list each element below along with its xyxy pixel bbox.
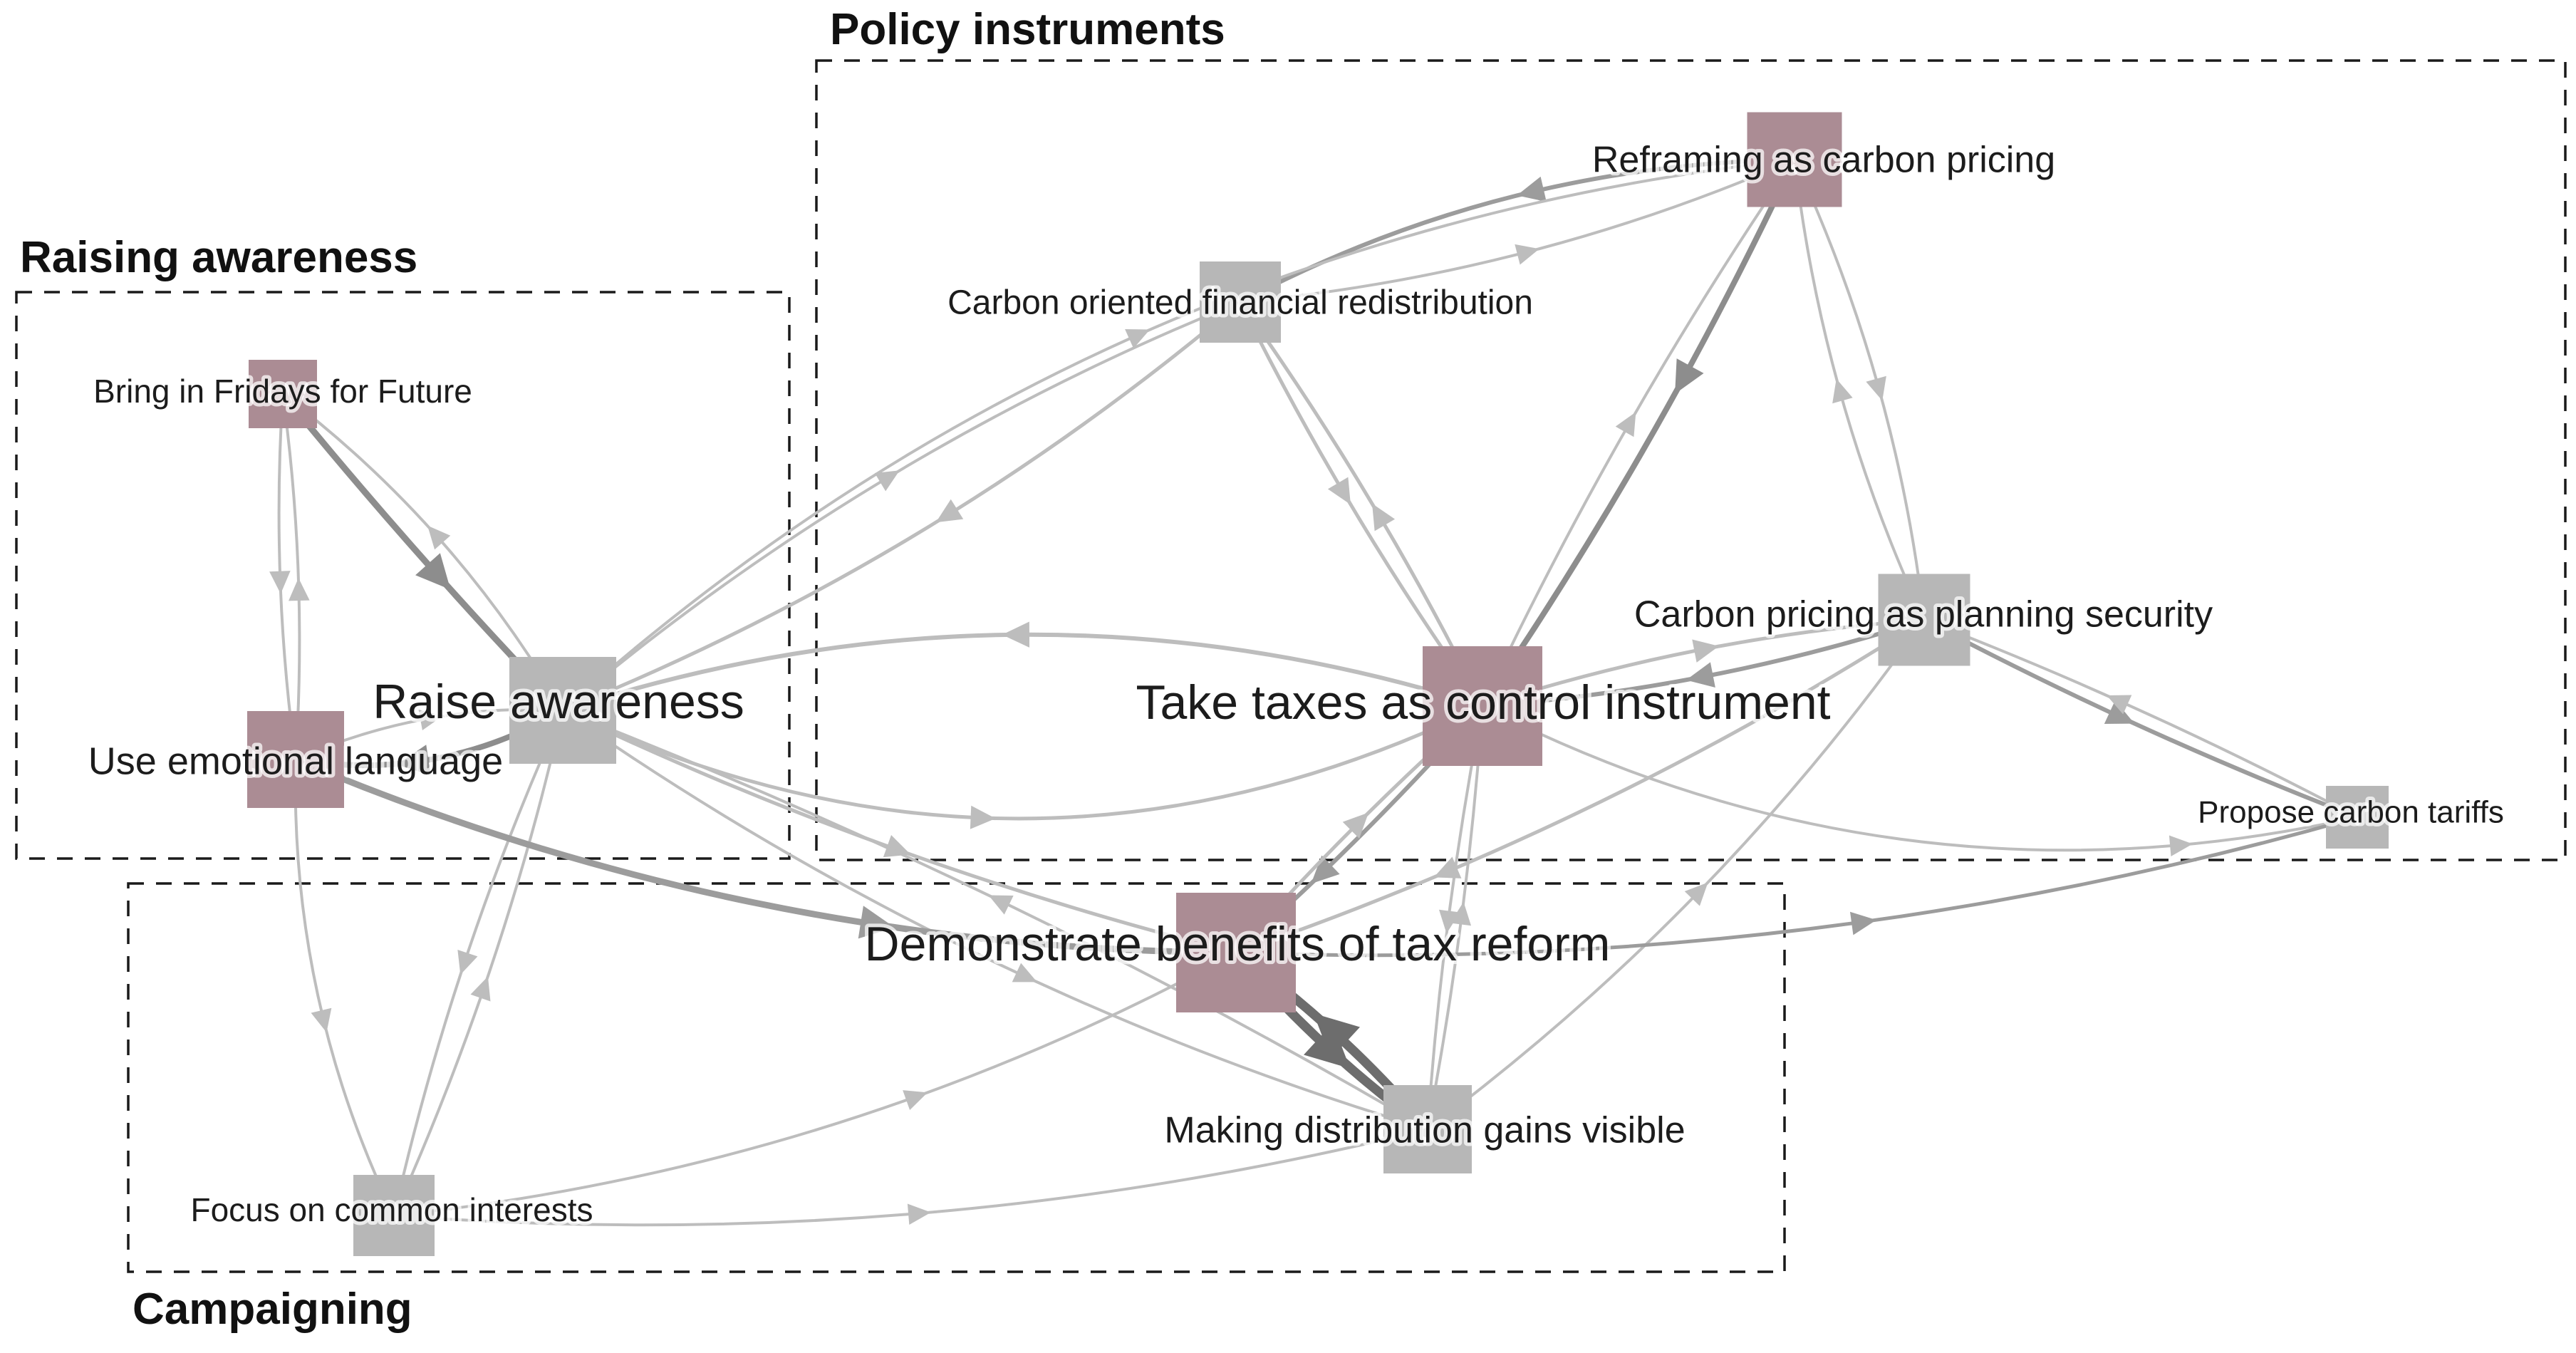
arrowhead-cofr-to-ref — [1515, 244, 1539, 265]
arrowhead-fci-to-mdg — [907, 1203, 931, 1225]
arrowhead-uel-to-fci — [311, 1007, 332, 1033]
arrowhead-ra-to-uel — [397, 745, 431, 776]
node-tt[interactable] — [1423, 646, 1542, 766]
edge-uel-to-bff — [281, 393, 301, 760]
edge-ra-to-cofr — [561, 301, 1241, 712]
arrowhead-cpps-to-tt — [1686, 662, 1715, 688]
arrowhead-ref-to-cpps — [1866, 375, 1886, 401]
nodes-layer — [247, 112, 2389, 1256]
node-uel[interactable] — [247, 711, 344, 808]
edge-dem-to-pct — [1235, 815, 2358, 958]
node-label-mdg: Making distribution gains visible — [1164, 1110, 1685, 1151]
node-pct[interactable] — [2326, 786, 2389, 849]
arrowhead-dem-to-tt — [1342, 812, 1369, 839]
node-bff[interactable] — [249, 360, 317, 428]
edge-fci-to-ra — [393, 710, 564, 1216]
arrowhead-cpps-to-ref — [1832, 378, 1853, 404]
edge-cpps-to-pct — [1923, 618, 2359, 819]
edge-tt-to-cofr — [1238, 301, 1485, 707]
arrowhead-ra-to-fci — [457, 950, 478, 975]
node-label-dem: Demonstrate benefits of tax reform — [865, 917, 1611, 971]
arrowhead-tt-to-ra — [1002, 621, 1030, 648]
edge-ref-to-cpps — [1793, 159, 1926, 621]
group-box-raising — [15, 291, 791, 860]
edge-uel-to-fci — [294, 759, 395, 1216]
arrowhead-dem-to-pct — [1849, 911, 1876, 935]
node-label-bff: Bring in Fridays for Future — [93, 373, 472, 410]
edge-ref-to-cofr — [1239, 157, 1795, 304]
node-label-uel: Use emotional language — [88, 740, 503, 782]
node-ref[interactable] — [1747, 112, 1842, 207]
edge-cofr-to-tt — [1238, 301, 1485, 707]
arrowhead-ra-to-tt — [970, 805, 996, 829]
edge-ra-to-fci — [393, 710, 564, 1216]
arrowhead-fci-to-dem — [903, 1090, 928, 1111]
node-label-ref: Reframing as carbon pricing — [1592, 140, 2055, 181]
group-box-campaigning — [127, 882, 1786, 1273]
arrowhead-mdg-to-cpps — [1684, 882, 1708, 906]
arrowhead-tt-to-cpps — [1692, 639, 1719, 663]
arrowhead-ref-to-tt — [1675, 358, 1704, 394]
arrowhead-tt-to-mdg — [1438, 909, 1460, 934]
group-boxes-layer — [15, 59, 2567, 1273]
edge-pct-to-cpps — [1923, 618, 2358, 819]
arrowhead-uel-to-bff — [289, 578, 310, 601]
group-box-policy — [815, 59, 2567, 861]
node-cofr[interactable] — [1200, 261, 1281, 343]
arrowhead-ra-to-cofr — [874, 470, 900, 492]
node-label-pct: Propose carbon tariffs — [2198, 795, 2504, 830]
edge-tt-to-pct — [1482, 705, 2358, 852]
node-dem[interactable] — [1176, 893, 1296, 1012]
arrowhead-uel-to-dem — [858, 906, 895, 939]
arrowhead-ra-to-mdg — [1012, 963, 1037, 983]
arrowhead-tt-to-cofr — [1372, 503, 1396, 532]
arrowhead-ra-to-bff — [427, 525, 451, 550]
arrowhead-ra-to-ref — [1125, 329, 1151, 349]
edge-cpps-to-dem — [1235, 618, 1926, 955]
arrowhead-cofr-to-tt — [1327, 477, 1351, 505]
arrowhead-mdg-to-ra — [988, 895, 1014, 915]
edge-cofr-to-ra — [562, 301, 1242, 712]
node-fci[interactable] — [353, 1175, 435, 1256]
edge-cofr-to-ref — [1240, 158, 1795, 304]
edge-fci-to-dem — [393, 951, 1237, 1217]
group-title-campaigning: Campaigning — [133, 1285, 412, 1334]
arrowhead-uel-to-ra — [418, 709, 443, 731]
group-title-policy: Policy instruments — [830, 5, 1225, 54]
labels-layer: Raising awareness Policy instrumentsCampa… — [20, 5, 2508, 1334]
arrowhead-bff-to-uel — [269, 571, 291, 594]
node-label-fci: Focus on common interests — [190, 1191, 593, 1228]
group-title-raising: Raising awareness — [20, 233, 417, 282]
edge-ref-to-tt — [1480, 158, 1797, 708]
arrowhead-cofr-to-ra — [935, 499, 964, 523]
arrowhead-ref-to-cofr — [1517, 176, 1547, 202]
node-label-ra: Raise awareness — [373, 675, 744, 729]
edge-cpps-to-ref — [1793, 159, 1926, 621]
arrowhead-pct-to-cpps — [2107, 695, 2132, 715]
arrowhead-cpps-to-pct — [2104, 700, 2135, 725]
arrowhead-fci-to-ra — [470, 976, 491, 1002]
node-mdg[interactable] — [1383, 1085, 1472, 1173]
node-cpps[interactable] — [1878, 574, 1970, 666]
arrowhead-dem-to-mdg — [1304, 1023, 1351, 1069]
node-label-cofr: Carbon oriented financial redistribution — [947, 284, 1533, 322]
node-label-tt: Take taxes as control instrument — [1136, 675, 1830, 730]
node-label-cpps: Carbon pricing as planning security — [1634, 594, 2213, 636]
arrowhead-ra-to-dem — [883, 835, 911, 858]
node-ra[interactable] — [509, 657, 616, 764]
arrowhead-tt-to-pct — [2169, 835, 2193, 856]
edge-ra-to-mdg — [561, 709, 1428, 1131]
arrowhead-tt-to-ref — [1615, 412, 1636, 437]
arrowhead-bff-to-ra — [415, 553, 451, 590]
edge-uel-to-dem — [294, 756, 1237, 956]
arrowhead-mdg-to-tt — [1450, 901, 1472, 926]
arrowhead-tt-to-dem — [1311, 855, 1340, 884]
